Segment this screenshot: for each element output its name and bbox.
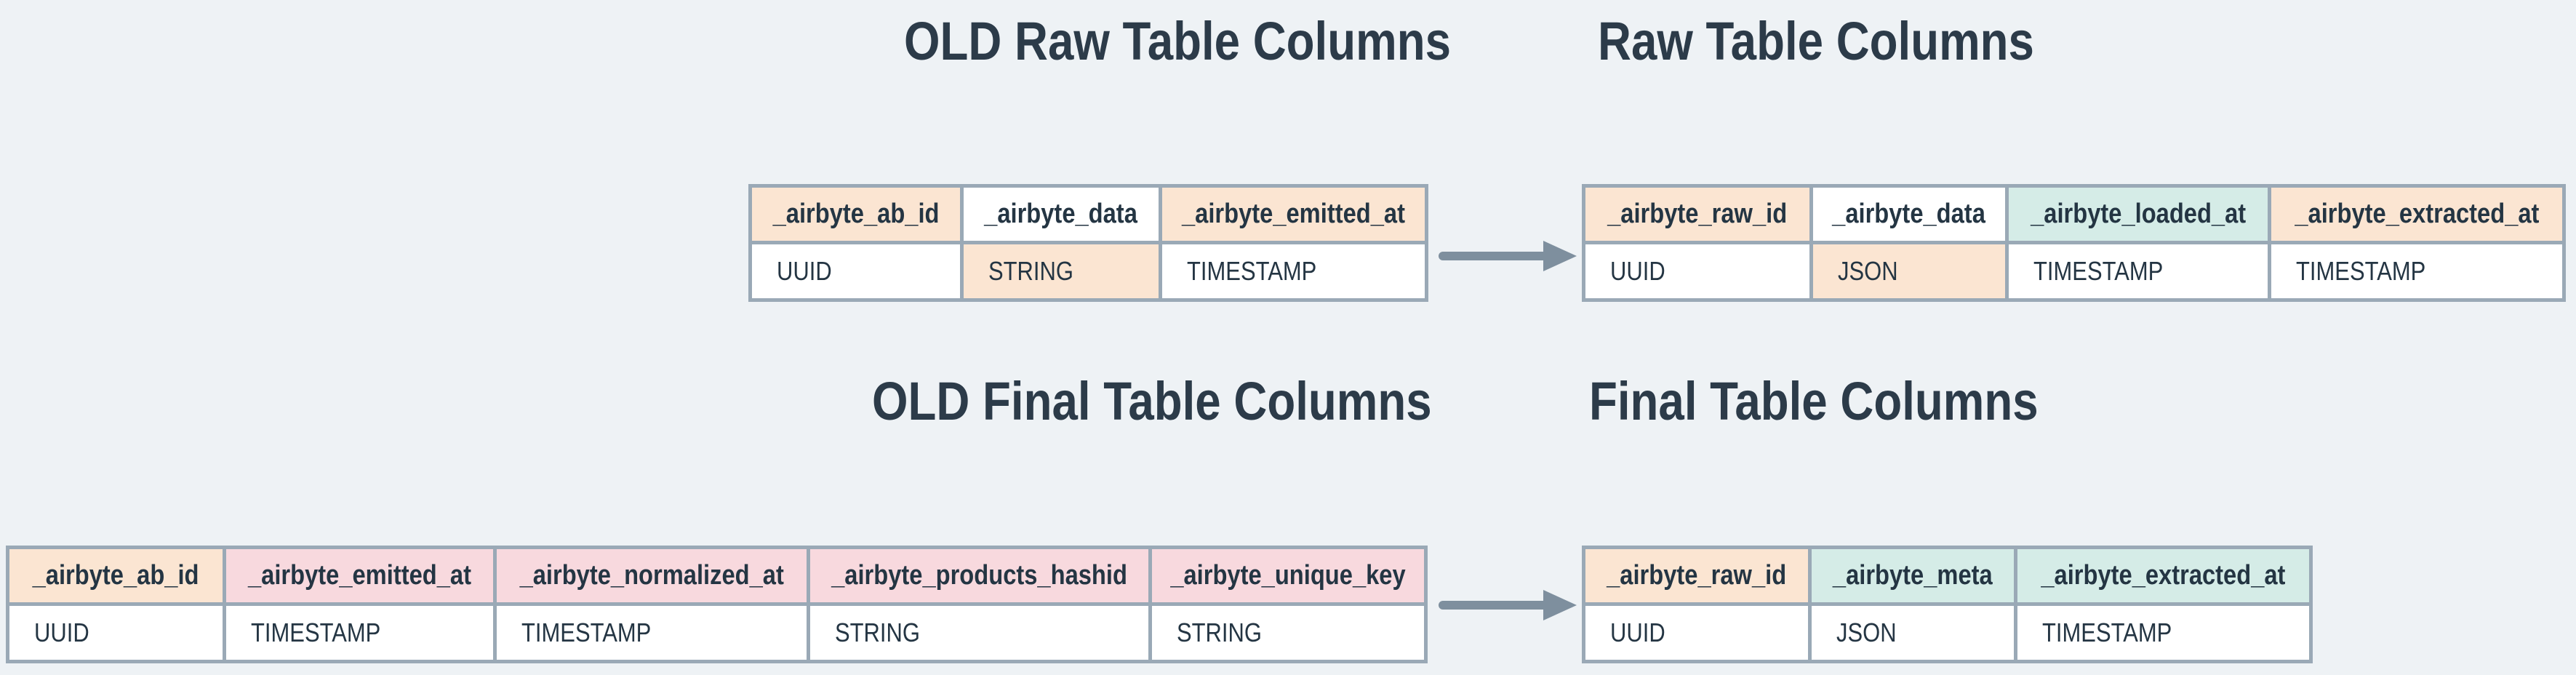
column-name-cell: _airbyte_data bbox=[964, 188, 1159, 241]
column-name-cell: _airbyte_emitted_at bbox=[226, 549, 493, 602]
old-raw-table-title: OLD Raw Table Columns bbox=[904, 11, 1451, 71]
column-type: UUID bbox=[34, 618, 89, 647]
column-name: _airbyte_extracted_at bbox=[2294, 199, 2540, 229]
column-type: JSON bbox=[1838, 256, 1898, 286]
column-type: TIMESTAMP bbox=[2042, 618, 2172, 647]
column-name-cell: _airbyte_data bbox=[1813, 188, 2005, 241]
column-type-cell: UUID bbox=[9, 606, 223, 660]
column-name: _airbyte_products_hashid bbox=[831, 560, 1127, 591]
column-type: TIMESTAMP bbox=[2296, 256, 2426, 286]
column-name: _airbyte_emitted_at bbox=[1182, 199, 1405, 229]
column-name: _airbyte_data bbox=[1832, 199, 1986, 229]
column-name: _airbyte_data bbox=[984, 199, 1138, 229]
column-type-cell: STRING bbox=[1152, 606, 1424, 660]
column-type-cell: STRING bbox=[810, 606, 1148, 660]
column-type: UUID bbox=[1610, 618, 1665, 647]
column-name: _airbyte_ab_id bbox=[33, 560, 199, 591]
old-final-table-title: OLD Final Table Columns bbox=[872, 371, 1432, 431]
column-name: _airbyte_meta bbox=[1833, 560, 1993, 591]
old-final-table: _airbyte_ab_id _airbyte_emitted_at _airb… bbox=[6, 546, 1428, 663]
column-name-cell: _airbyte_ab_id bbox=[9, 549, 223, 602]
column-name-cell: _airbyte_loaded_at bbox=[2009, 188, 2268, 241]
column-type: TIMESTAMP bbox=[2033, 256, 2164, 286]
column-name: _airbyte_normalized_at bbox=[519, 560, 784, 591]
column-type-cell: JSON bbox=[1812, 606, 2014, 660]
column-type-cell: UUID bbox=[752, 244, 960, 298]
column-name: _airbyte_loaded_at bbox=[2030, 199, 2247, 229]
column-type: TIMESTAMP bbox=[1187, 256, 1317, 286]
column-name: _airbyte_unique_key bbox=[1170, 560, 1406, 591]
column-name-cell: _airbyte_extracted_at bbox=[2271, 188, 2562, 241]
column-type-cell: TIMESTAMP bbox=[2017, 606, 2309, 660]
column-type: TIMESTAMP bbox=[251, 618, 381, 647]
column-name-cell: _airbyte_unique_key bbox=[1152, 549, 1424, 602]
column-type: STRING bbox=[835, 618, 920, 647]
column-type-cell: TIMESTAMP bbox=[1162, 244, 1425, 298]
column-name-cell: _airbyte_raw_id bbox=[1585, 549, 1808, 602]
migration-arrow-icon bbox=[1439, 590, 1577, 620]
column-name: _airbyte_emitted_at bbox=[248, 560, 471, 591]
column-name-cell: _airbyte_meta bbox=[1812, 549, 2014, 602]
column-type-cell: UUID bbox=[1585, 606, 1808, 660]
migration-arrow-icon bbox=[1439, 241, 1577, 271]
column-name-cell: _airbyte_emitted_at bbox=[1162, 188, 1425, 241]
column-type-cell: TIMESTAMP bbox=[2009, 244, 2268, 298]
column-name: _airbyte_raw_id bbox=[1607, 560, 1787, 591]
column-name-cell: _airbyte_extracted_at bbox=[2017, 549, 2309, 602]
column-type: UUID bbox=[777, 256, 832, 286]
old-raw-table: _airbyte_ab_id _airbyte_data _airbyte_em… bbox=[748, 184, 1428, 302]
column-name-cell: _airbyte_normalized_at bbox=[497, 549, 807, 602]
raw-table-title: Raw Table Columns bbox=[1598, 11, 2034, 71]
column-name: _airbyte_extracted_at bbox=[2041, 560, 2286, 591]
column-type-cell: JSON bbox=[1813, 244, 2005, 298]
column-type: UUID bbox=[1610, 256, 1665, 286]
raw-table: _airbyte_raw_id _airbyte_data _airbyte_l… bbox=[1582, 184, 2566, 302]
column-type: STRING bbox=[988, 256, 1073, 286]
column-type: STRING bbox=[1177, 618, 1262, 647]
column-name: _airbyte_ab_id bbox=[772, 199, 940, 229]
column-name-cell: _airbyte_raw_id bbox=[1585, 188, 1809, 241]
column-name: _airbyte_raw_id bbox=[1607, 199, 1788, 229]
column-name-cell: _airbyte_ab_id bbox=[752, 188, 960, 241]
column-type-cell: UUID bbox=[1585, 244, 1809, 298]
column-type-cell: TIMESTAMP bbox=[226, 606, 493, 660]
column-type-cell: TIMESTAMP bbox=[497, 606, 807, 660]
column-name-cell: _airbyte_products_hashid bbox=[810, 549, 1148, 602]
column-type-cell: STRING bbox=[964, 244, 1159, 298]
column-type: JSON bbox=[1836, 618, 1897, 647]
column-type: TIMESTAMP bbox=[521, 618, 652, 647]
final-table: _airbyte_raw_id _airbyte_meta _airbyte_e… bbox=[1582, 546, 2313, 663]
final-table-title: Final Table Columns bbox=[1589, 371, 2039, 431]
column-type-cell: TIMESTAMP bbox=[2271, 244, 2562, 298]
